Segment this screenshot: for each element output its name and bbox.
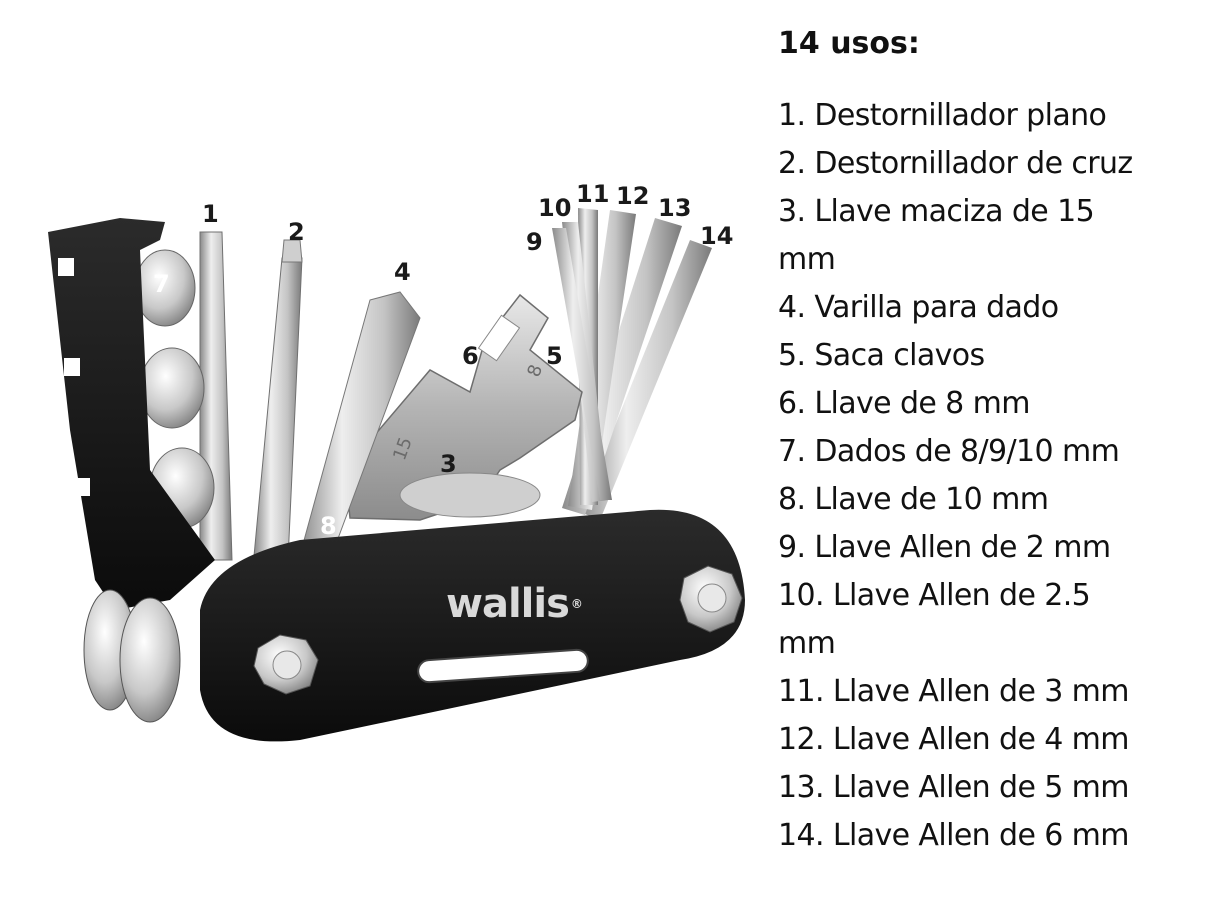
- handle-window: [417, 648, 589, 684]
- brand-logo: wallis®: [446, 581, 583, 627]
- callout-12: 12: [616, 182, 650, 210]
- uses-line: 12. Llave Allen de 4 mm: [778, 722, 1130, 757]
- wrench-ring: [399, 472, 541, 518]
- uses-line: 8. Llave de 10 mm: [778, 482, 1049, 517]
- uses-line: 2. Destornillador de cruz: [778, 146, 1133, 181]
- uses-line: 11. Llave Allen de 3 mm: [778, 674, 1130, 709]
- uses-panel: 14 usos: 1. Destornillador plano 2. Dest…: [778, 24, 1202, 860]
- callout-14: 14: [700, 222, 734, 250]
- hinge-roller-right: [119, 597, 181, 723]
- uses-line: 1. Destornillador plano: [778, 98, 1107, 133]
- phillips-screwdriver: [253, 257, 303, 561]
- callout-1: 1: [202, 200, 219, 228]
- callout-8: 8: [320, 512, 337, 540]
- handle-bolts: [253, 565, 743, 695]
- main-handle: [200, 509, 745, 742]
- callout-13: 13: [658, 194, 692, 222]
- callout-10: 10: [538, 194, 572, 222]
- uses-line: 14. Llave Allen de 6 mm: [778, 818, 1130, 853]
- uses-line: 9. Llave Allen de 2 mm: [778, 530, 1111, 565]
- callout-11: 11: [576, 180, 610, 208]
- uses-line: mm: [778, 626, 836, 661]
- uses-list: 1. Destornillador plano 2. Destornillado…: [778, 92, 1202, 860]
- multitool-illustration: wallis® 15 8 1 2 3 4 5 6 7 8 9 10 11 12 …: [48, 180, 745, 742]
- callout-9: 9: [526, 228, 543, 256]
- callout-4: 4: [394, 258, 411, 286]
- socket-rod: [299, 291, 421, 561]
- uses-line: 3. Llave maciza de 15: [778, 194, 1095, 229]
- uses-title: 14 usos:: [778, 26, 920, 61]
- side-plate-slots: [58, 258, 90, 496]
- side-plate: [48, 218, 215, 610]
- allen-key-9: [552, 228, 612, 500]
- callout-5: 5: [546, 342, 563, 370]
- callout-2: 2: [288, 218, 305, 246]
- multitool-drawing: [48, 208, 745, 742]
- uses-line: 13. Llave Allen de 5 mm: [778, 770, 1130, 805]
- allen-key-14: [580, 240, 712, 520]
- allen-keys: [552, 208, 712, 520]
- uses-line: 5. Saca clavos: [778, 338, 985, 373]
- callout-3: 3: [440, 450, 457, 478]
- uses-line: 10. Llave Allen de 2.5: [778, 578, 1091, 613]
- uses-line: 4. Varilla para dado: [778, 290, 1059, 325]
- uses-line: mm: [778, 242, 836, 277]
- callout-6: 6: [462, 342, 479, 370]
- uses-line: 6. Llave de 8 mm: [778, 386, 1030, 421]
- uses-line: 7. Dados de 8/9/10 mm: [778, 434, 1120, 469]
- callout-7: 7: [153, 270, 170, 298]
